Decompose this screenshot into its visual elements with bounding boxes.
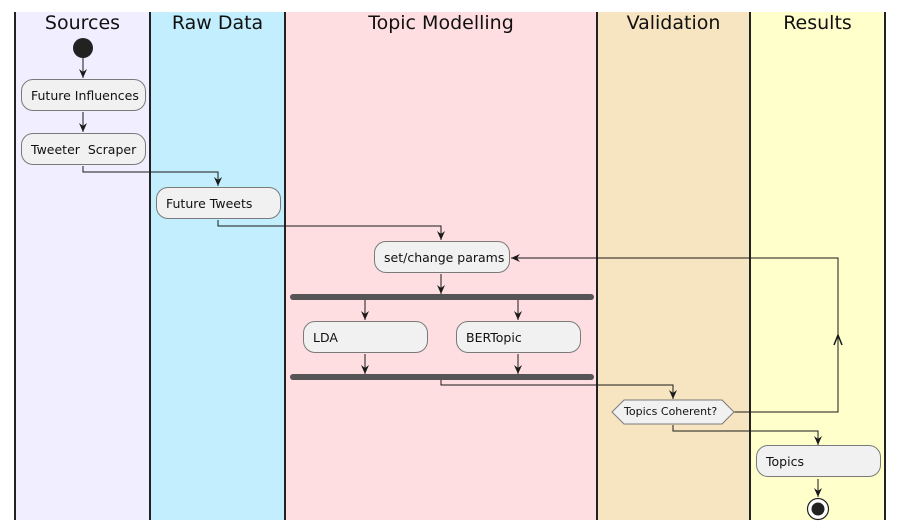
lane-raw-data [150, 12, 285, 520]
lane-divider [149, 12, 151, 520]
lane-divider [596, 12, 598, 520]
node-set-change-params: set/change params [374, 241, 510, 273]
lane-title-results: Results [783, 12, 852, 34]
node-tweeter-scraper: Tweeter Scraper [21, 133, 146, 165]
lane-title-validation: Validation [626, 12, 721, 34]
edge-scraper-to-tweets [82, 166, 222, 186]
node-topics: Topics [756, 445, 881, 477]
node-bertopic: BERTopic [456, 321, 581, 353]
lane-divider [884, 12, 886, 520]
lane-divider [749, 12, 751, 520]
lane-title-raw-data: Raw Data [171, 12, 264, 34]
decision-label: Topics Coherent? [624, 405, 718, 418]
lane-divider [14, 12, 16, 520]
lane-validation [597, 12, 750, 520]
end-node-core [811, 502, 825, 516]
edge-decision-to-topics [672, 425, 822, 445]
join-bar [290, 374, 594, 380]
edge-tweets-to-params [217, 220, 445, 240]
decision-diamond [611, 399, 735, 425]
node-future-influences: Future Influences [21, 79, 146, 111]
node-lda: LDA [303, 321, 428, 353]
lane-title-sources: Sources [44, 12, 121, 34]
lane-divider [284, 12, 286, 520]
edge-loop-arrowhead [833, 332, 843, 346]
node-future-tweets: Future Tweets [156, 187, 281, 219]
start-node [73, 38, 93, 58]
edge-join-to-decision [440, 380, 677, 399]
fork-bar [290, 294, 594, 300]
lane-title-topic-modelling: Topic Modelling [368, 12, 514, 34]
